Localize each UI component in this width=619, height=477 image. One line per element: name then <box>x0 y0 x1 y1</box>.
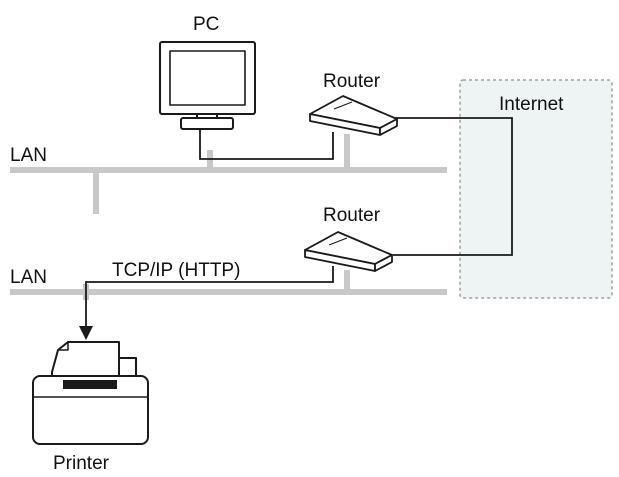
internet-area <box>459 79 613 299</box>
pc-label: PC <box>193 14 219 35</box>
printer-icon <box>32 341 149 445</box>
lan-lines <box>10 134 447 300</box>
router-top-to-internet-wire <box>393 117 513 256</box>
router-bottom-icon <box>304 231 393 272</box>
pc-to-router-wire <box>199 128 334 160</box>
router-top-icon <box>309 95 398 136</box>
router-top-label: Router <box>323 71 381 92</box>
lan-top-label: LAN <box>10 145 47 166</box>
router-bottom-to-printer-wire <box>85 266 334 328</box>
lan-bottom-label: LAN <box>10 267 47 288</box>
internet-label: Internet <box>499 94 564 115</box>
wires <box>85 117 513 328</box>
protocol-label: TCP/IP (HTTP) <box>112 260 240 281</box>
router-bottom-label: Router <box>323 205 381 226</box>
arrow-head-icon <box>79 326 93 340</box>
pc-icon <box>159 41 256 130</box>
printer-label: Printer <box>53 453 110 474</box>
